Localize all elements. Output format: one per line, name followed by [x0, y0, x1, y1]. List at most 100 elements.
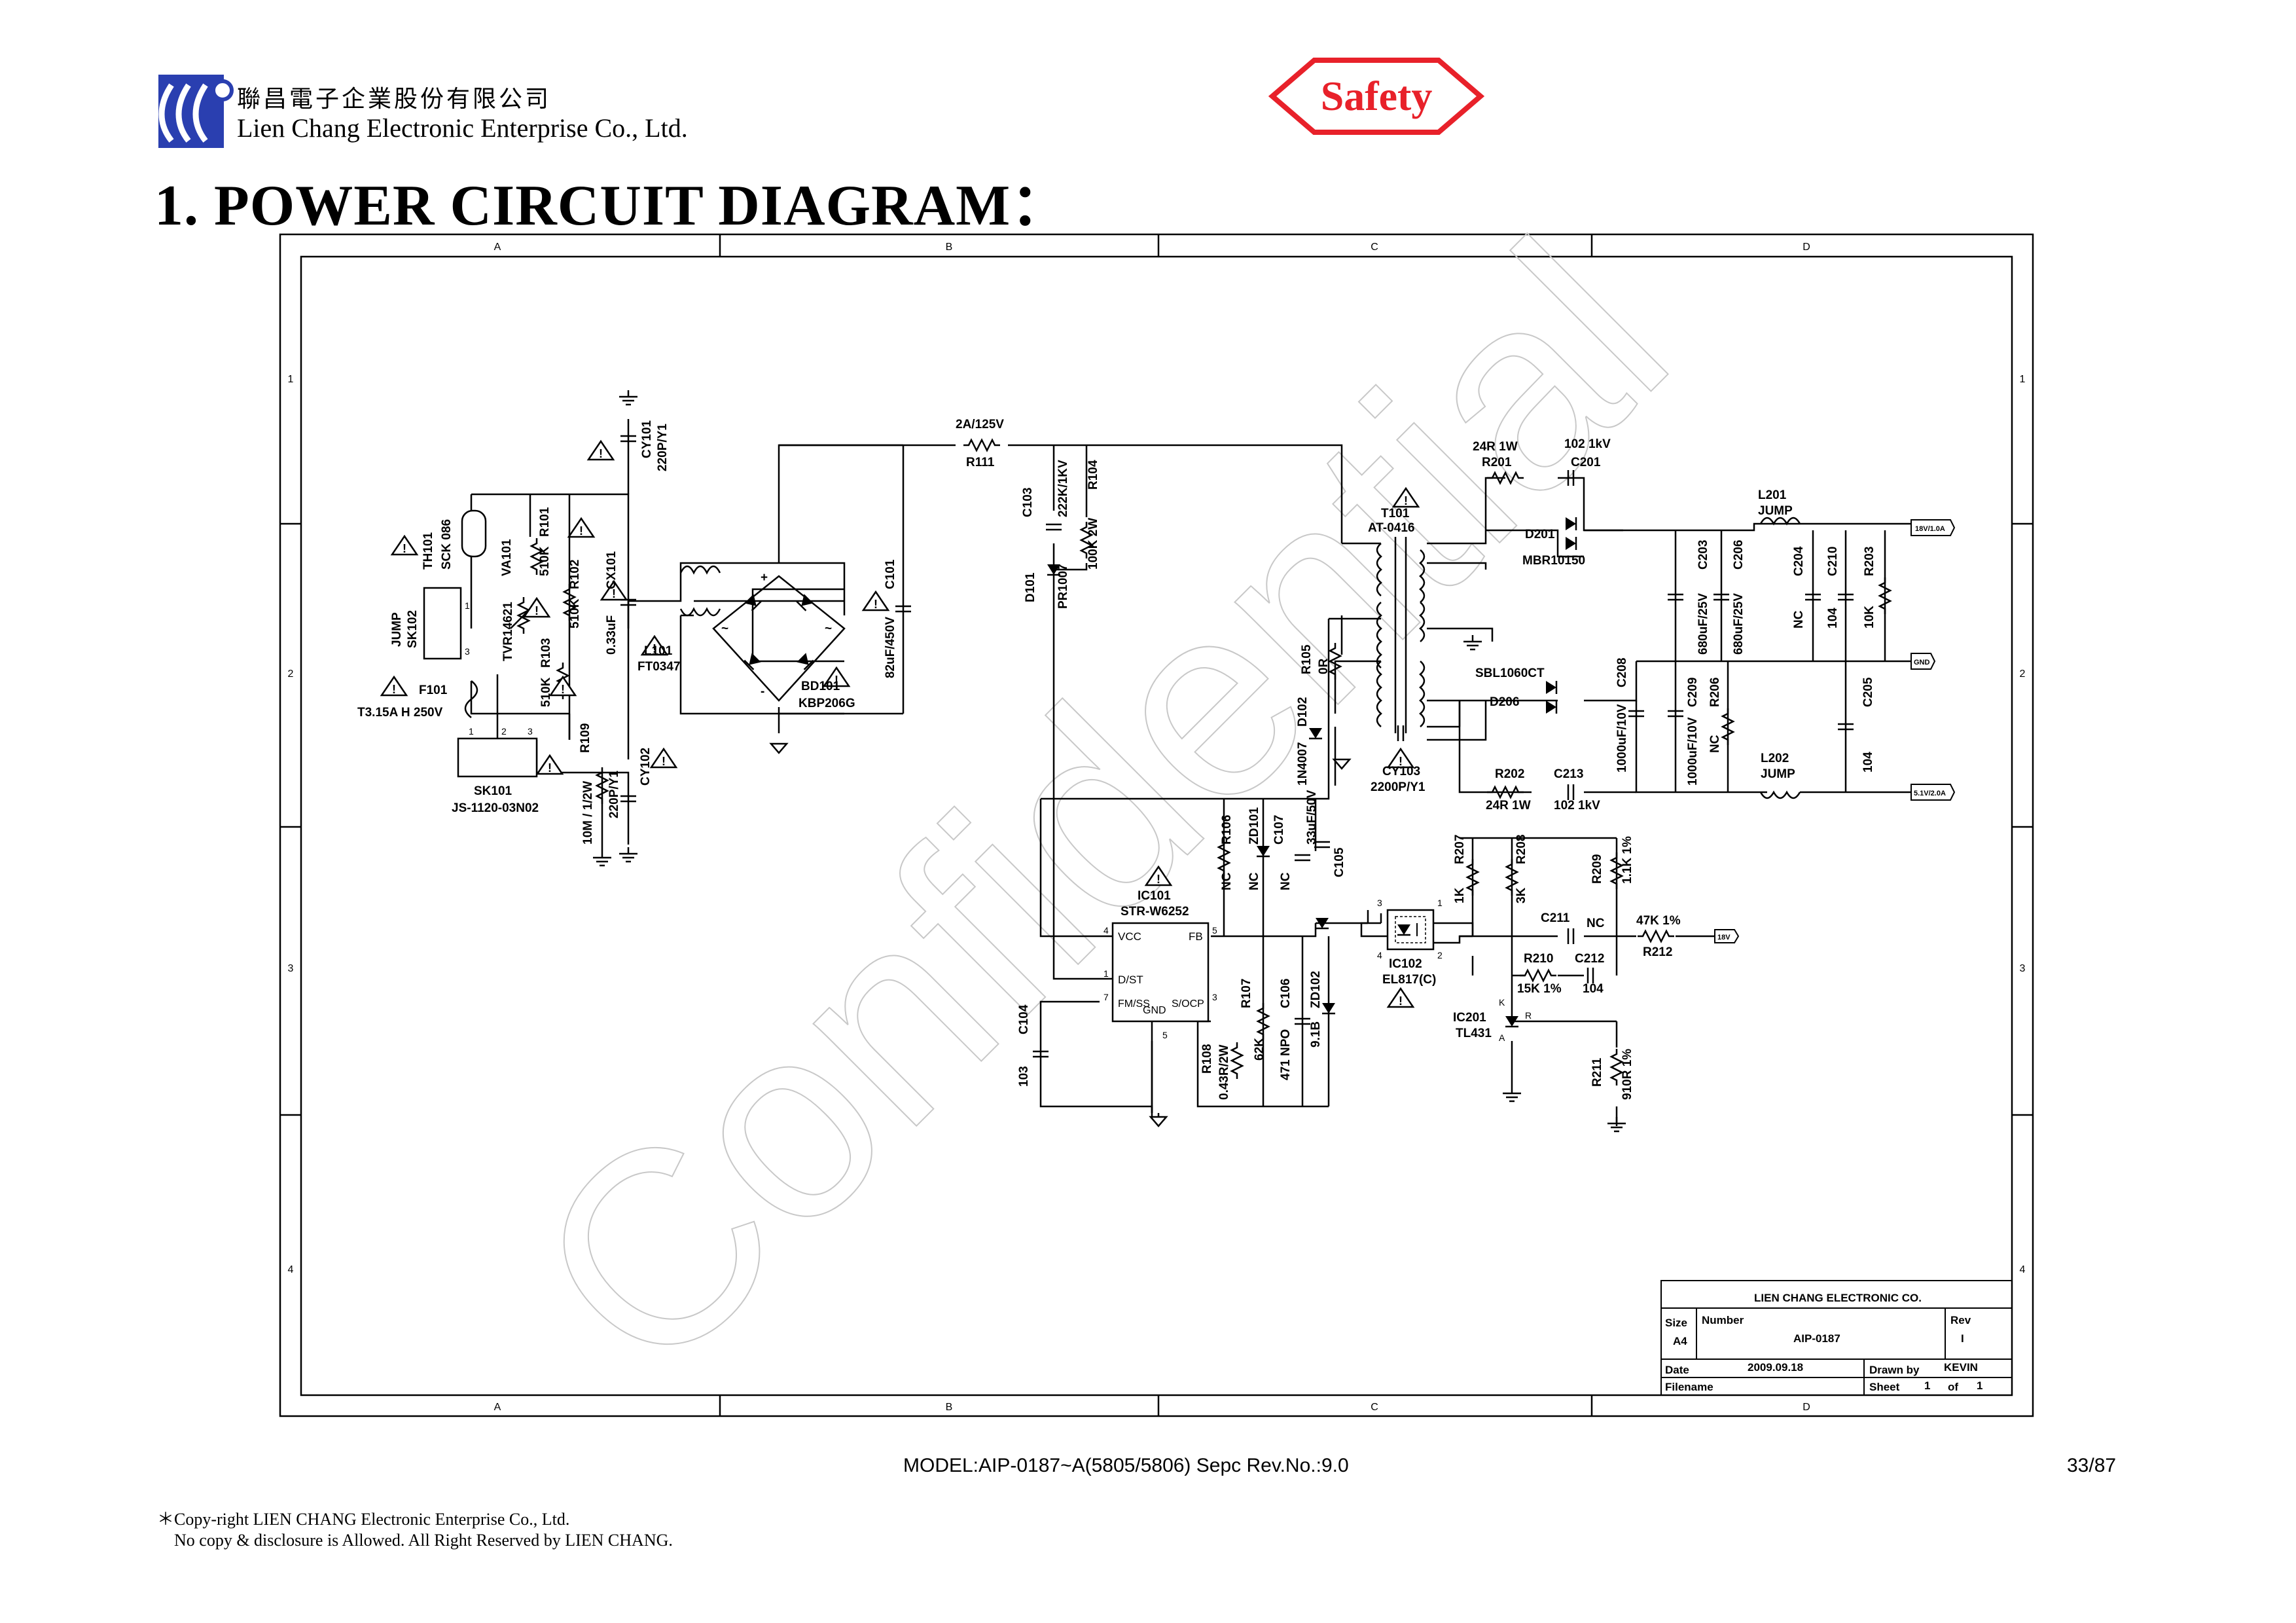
label-r207-value: 1K — [1453, 887, 1467, 903]
label-r106-value: NC — [1220, 872, 1234, 890]
zone-row-3-right: 3 — [2020, 963, 2026, 974]
zone-col-b-top: B — [946, 242, 953, 253]
label-sbl: SBL1060CT — [1475, 666, 1545, 680]
safety-warning-icon — [536, 754, 564, 776]
label-d201-value: MBR10150 — [1522, 554, 1585, 568]
label-cy103-value: 2200P/Y1 — [1371, 780, 1426, 794]
label-c208: C208 — [1615, 658, 1629, 687]
label-r103: R103 — [539, 638, 553, 668]
label-c206-value: 680uF/25V — [1732, 593, 1746, 655]
title-block-sheet-value: 1 — [1924, 1379, 1930, 1392]
safety-warning-icon — [1387, 987, 1414, 1009]
label-r108-value: 0.43R/2W — [1217, 1044, 1231, 1100]
label-r202-value: 24R 1W — [1486, 799, 1531, 812]
label-d102: D102 — [1296, 697, 1310, 727]
inductor-l201 — [1759, 517, 1801, 526]
label-r206-value: NC — [1708, 735, 1722, 753]
transformer-t101 — [1376, 537, 1426, 733]
ground-symbol-r109 — [592, 850, 613, 867]
safety-warning-icon — [549, 676, 577, 697]
label-r103-value: 510K — [539, 677, 553, 707]
inductor-l202 — [1759, 790, 1801, 799]
zone-col-c-top: C — [1371, 242, 1378, 253]
output-tag-18v — [1910, 519, 1956, 536]
ic101-pin-gnd: GND — [1143, 1005, 1166, 1016]
ic101-chip — [1111, 922, 1210, 1023]
zone-col-c-bottom: C — [1371, 1402, 1378, 1413]
label-cx101: CX101 — [605, 551, 619, 589]
zone-row-4-left: 4 — [288, 1264, 294, 1275]
label-c206: C206 — [1732, 540, 1746, 570]
label-cy103: CY103 — [1382, 765, 1420, 778]
label-r202: R202 — [1495, 767, 1524, 781]
label-c103-value: 222K/1KV — [1056, 460, 1070, 517]
pin-number: 3 — [528, 726, 533, 737]
title-block-rev-label: Rev — [1950, 1314, 1971, 1326]
label-r209-value: 1.1K 1% — [1621, 836, 1634, 884]
connector-sk101 — [457, 737, 538, 778]
label-ic102-value: EL817(C) — [1382, 973, 1436, 987]
label-f101-value: T3.15A H 250V — [357, 706, 443, 720]
label-c201-value: 102 1kV — [1564, 437, 1611, 451]
zone-col-a-top: A — [494, 242, 501, 253]
pin-r: R — [1525, 1010, 1532, 1021]
fuse-f101 — [464, 680, 478, 718]
safety-warning-icon — [391, 535, 418, 556]
label-sk101: SK101 — [474, 784, 512, 798]
label-r104-value: 100K 2W — [1086, 518, 1100, 570]
title-block-of-value: 1 — [1977, 1379, 1982, 1392]
label-c208-value: 1000uF/10V — [1615, 704, 1629, 773]
title-block-number-label: Number — [1702, 1314, 1744, 1326]
label-l202: L202 — [1761, 752, 1789, 765]
bridge-plus: + — [761, 571, 768, 585]
label-va101: VA101 — [500, 539, 514, 576]
label-c101-value: 82uF/450V — [884, 617, 897, 678]
label-ic101: IC101 — [1138, 889, 1171, 903]
label-r101: R101 — [538, 507, 552, 537]
label-c105-value: 33uF/50V — [1305, 790, 1319, 845]
footer-page-number: 33/87 — [2067, 1455, 2117, 1476]
pin-number: 7 — [1103, 992, 1109, 1002]
output-tag-5v-text: 5.1V/2.0A — [1914, 790, 1946, 797]
zener-zd102 — [1321, 1002, 1336, 1015]
ic101-pin-dst: D/ST — [1118, 974, 1143, 986]
label-r211-value: 910R 1% — [1621, 1049, 1634, 1100]
title-block-number-value: AIP-0187 — [1793, 1332, 1840, 1345]
output-tag-5v — [1910, 784, 1956, 801]
thermistor-th101 — [461, 509, 487, 558]
pin-number: 1 — [1103, 968, 1109, 979]
pin-number: 4 — [1377, 950, 1382, 960]
label-bd101: BD101 — [801, 680, 840, 693]
pin-number: 2 — [501, 726, 507, 737]
pin-number: 1 — [1437, 898, 1443, 908]
label-r102-value: 510K — [568, 598, 582, 629]
label-c209: C209 — [1686, 678, 1700, 707]
label-c205: C205 — [1861, 677, 1875, 707]
safety-warning-icon — [587, 440, 615, 462]
safety-warning-icon — [567, 517, 595, 539]
pin-number: 2 — [1437, 950, 1443, 960]
label-c210: C210 — [1826, 547, 1840, 576]
label-c106-value: 471 NPO — [1279, 1029, 1293, 1080]
label-ic201-value: TL431 — [1456, 1027, 1492, 1040]
safety-badge-text: Safety — [1321, 73, 1433, 119]
page-title: 1. POWER CIRCUIT DIAGRAM： — [154, 174, 1069, 238]
label-r109-value: 10M / 1/2W — [581, 781, 595, 845]
ground-symbol-ic101 — [1149, 1116, 1168, 1127]
title-block-company: LIEN CHANG ELECTRONIC CO. — [1754, 1292, 1922, 1304]
label-r109: R109 — [579, 723, 592, 753]
label-tvr: TVR14621 — [501, 602, 515, 661]
label-r212: R212 — [1643, 945, 1672, 959]
label-l101-value: FT0347 — [637, 660, 680, 674]
output-tag-gnd — [1910, 653, 1936, 670]
inductor-l101 — [679, 565, 721, 575]
label-r102: R102 — [568, 560, 582, 589]
zone-row-2-left: 2 — [288, 668, 294, 680]
label-l201: L201 — [1758, 488, 1787, 502]
label-c103: C103 — [1021, 488, 1035, 517]
zone-row-1-left: 1 — [288, 374, 294, 385]
title-block-sheet-label: Sheet — [1869, 1381, 1900, 1393]
drawing-frame — [279, 233, 2034, 1417]
label-c101: C101 — [884, 559, 897, 589]
